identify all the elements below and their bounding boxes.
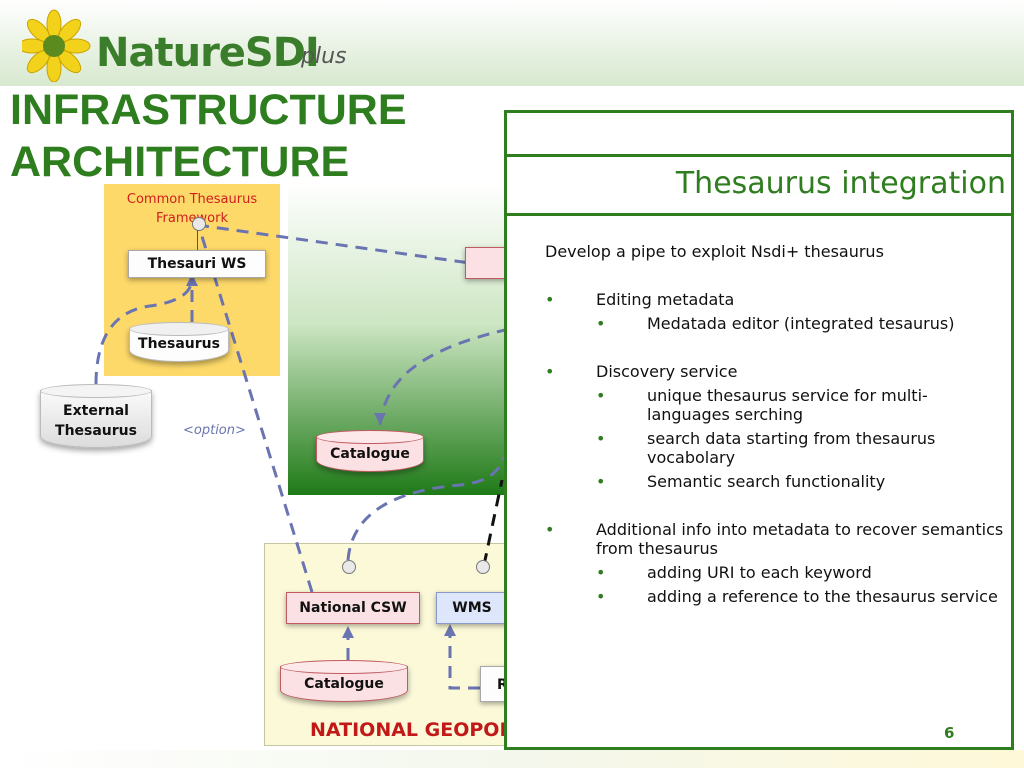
panel-intro: Develop a pipe to exploit Nsdi+ thesauru…: [545, 242, 884, 261]
national-geoportal-title: NATIONAL GEOPOR: [310, 719, 510, 741]
subbullet-medatada-editor: •Medatada editor (integrated tesaurus): [596, 314, 955, 333]
framework-label: Common Thesaurus Framework: [126, 192, 258, 226]
bullet-dot-icon: •: [596, 429, 606, 448]
page-number: 6: [944, 724, 955, 742]
bullet-dot-icon: •: [596, 472, 606, 491]
logo-suffix: plus: [301, 44, 347, 69]
subbullet-adding-reference: •adding a reference to the thesaurus ser…: [596, 587, 998, 606]
panel-divider-top: [504, 154, 1014, 157]
connector-regional-to-catalogue: [378, 328, 506, 426]
framework-interface: [192, 217, 206, 231]
external-thesaurus-db: External Thesaurus: [40, 384, 152, 448]
subbullet-unique-thesaurus: •unique thesaurus service for multi-lang…: [596, 386, 928, 424]
wms-interface: [476, 560, 490, 574]
panel-heading: Thesaurus integration: [675, 166, 1006, 201]
title-line-1: INFRASTRUCTURE: [10, 86, 407, 134]
option-label: <option>: [183, 423, 246, 438]
csw-interface: [342, 560, 356, 574]
page-title: INFRASTRUCTURE ARCHITECTURE: [10, 84, 407, 188]
bullet-dot-icon: •: [596, 314, 606, 333]
connector-ws-to-regional: [196, 223, 471, 265]
subbullet-semantic-search: •Semantic search functionality: [596, 472, 886, 491]
bullet-dot-icon: •: [596, 563, 606, 582]
subbullet-search-data: •search data starting from thesaurus voc…: [596, 429, 936, 467]
catalogue-regional-label: Catalogue: [330, 446, 410, 462]
catalogue-regional-db: Catalogue: [316, 430, 424, 472]
national-geoportal-panel: [264, 543, 516, 746]
logo-text: NatureSDI: [96, 30, 320, 76]
connector-csw-to-framework: [198, 229, 314, 593]
bullet-editing-metadata: •Editing metadata: [545, 290, 735, 309]
thesaurus-db-label: Thesaurus: [138, 336, 220, 352]
connector-wms-to-regional: [482, 479, 504, 566]
panel-divider-heading: [504, 213, 1014, 216]
bullet-additional-info: •Additional info into metadata to recove…: [545, 520, 1004, 558]
bullet-dot-icon: •: [596, 386, 606, 405]
r-node-label: R: [497, 677, 508, 693]
footer-band: [0, 750, 1024, 768]
subbullet-adding-uri: •adding URI to each keyword: [596, 563, 872, 582]
connector-csw-to-regional: [346, 454, 507, 561]
connector-external-to-ws: [94, 277, 194, 385]
catalogue-national-db: Catalogue: [280, 660, 408, 702]
national-csw-node: National CSW: [286, 592, 420, 624]
bullet-dot-icon: •: [596, 587, 606, 606]
logo: NatureSDI plus: [22, 8, 346, 82]
thesaurus-integration-panel: [504, 110, 1014, 750]
title-line-2: ARCHITECTURE: [10, 138, 350, 186]
header-band: [0, 0, 1024, 86]
wms-label: WMS: [452, 600, 492, 616]
bullet-dot-icon: •: [545, 290, 555, 309]
bullet-dot-icon: •: [545, 362, 555, 381]
bullet-dot-icon: •: [545, 520, 555, 539]
framework-interface-stem: [197, 230, 198, 250]
thesaurus-db: Thesaurus: [129, 322, 229, 362]
bullet-discovery-service: •Discovery service: [545, 362, 738, 381]
catalogue-national-label: Catalogue: [304, 676, 384, 692]
wms-node: WMS: [436, 592, 508, 624]
connector-r-to-wms: [448, 628, 480, 690]
sunflower-logo-icon: [22, 9, 91, 82]
thesauri-ws-label: Thesauri WS: [147, 256, 247, 272]
external-thesaurus-label: External Thesaurus: [55, 403, 137, 439]
national-csw-label: National CSW: [299, 600, 407, 616]
thesauri-ws-node: Thesauri WS: [128, 250, 266, 278]
panel-content: Develop a pipe to exploit Nsdi+ thesauru…: [545, 242, 1005, 606]
